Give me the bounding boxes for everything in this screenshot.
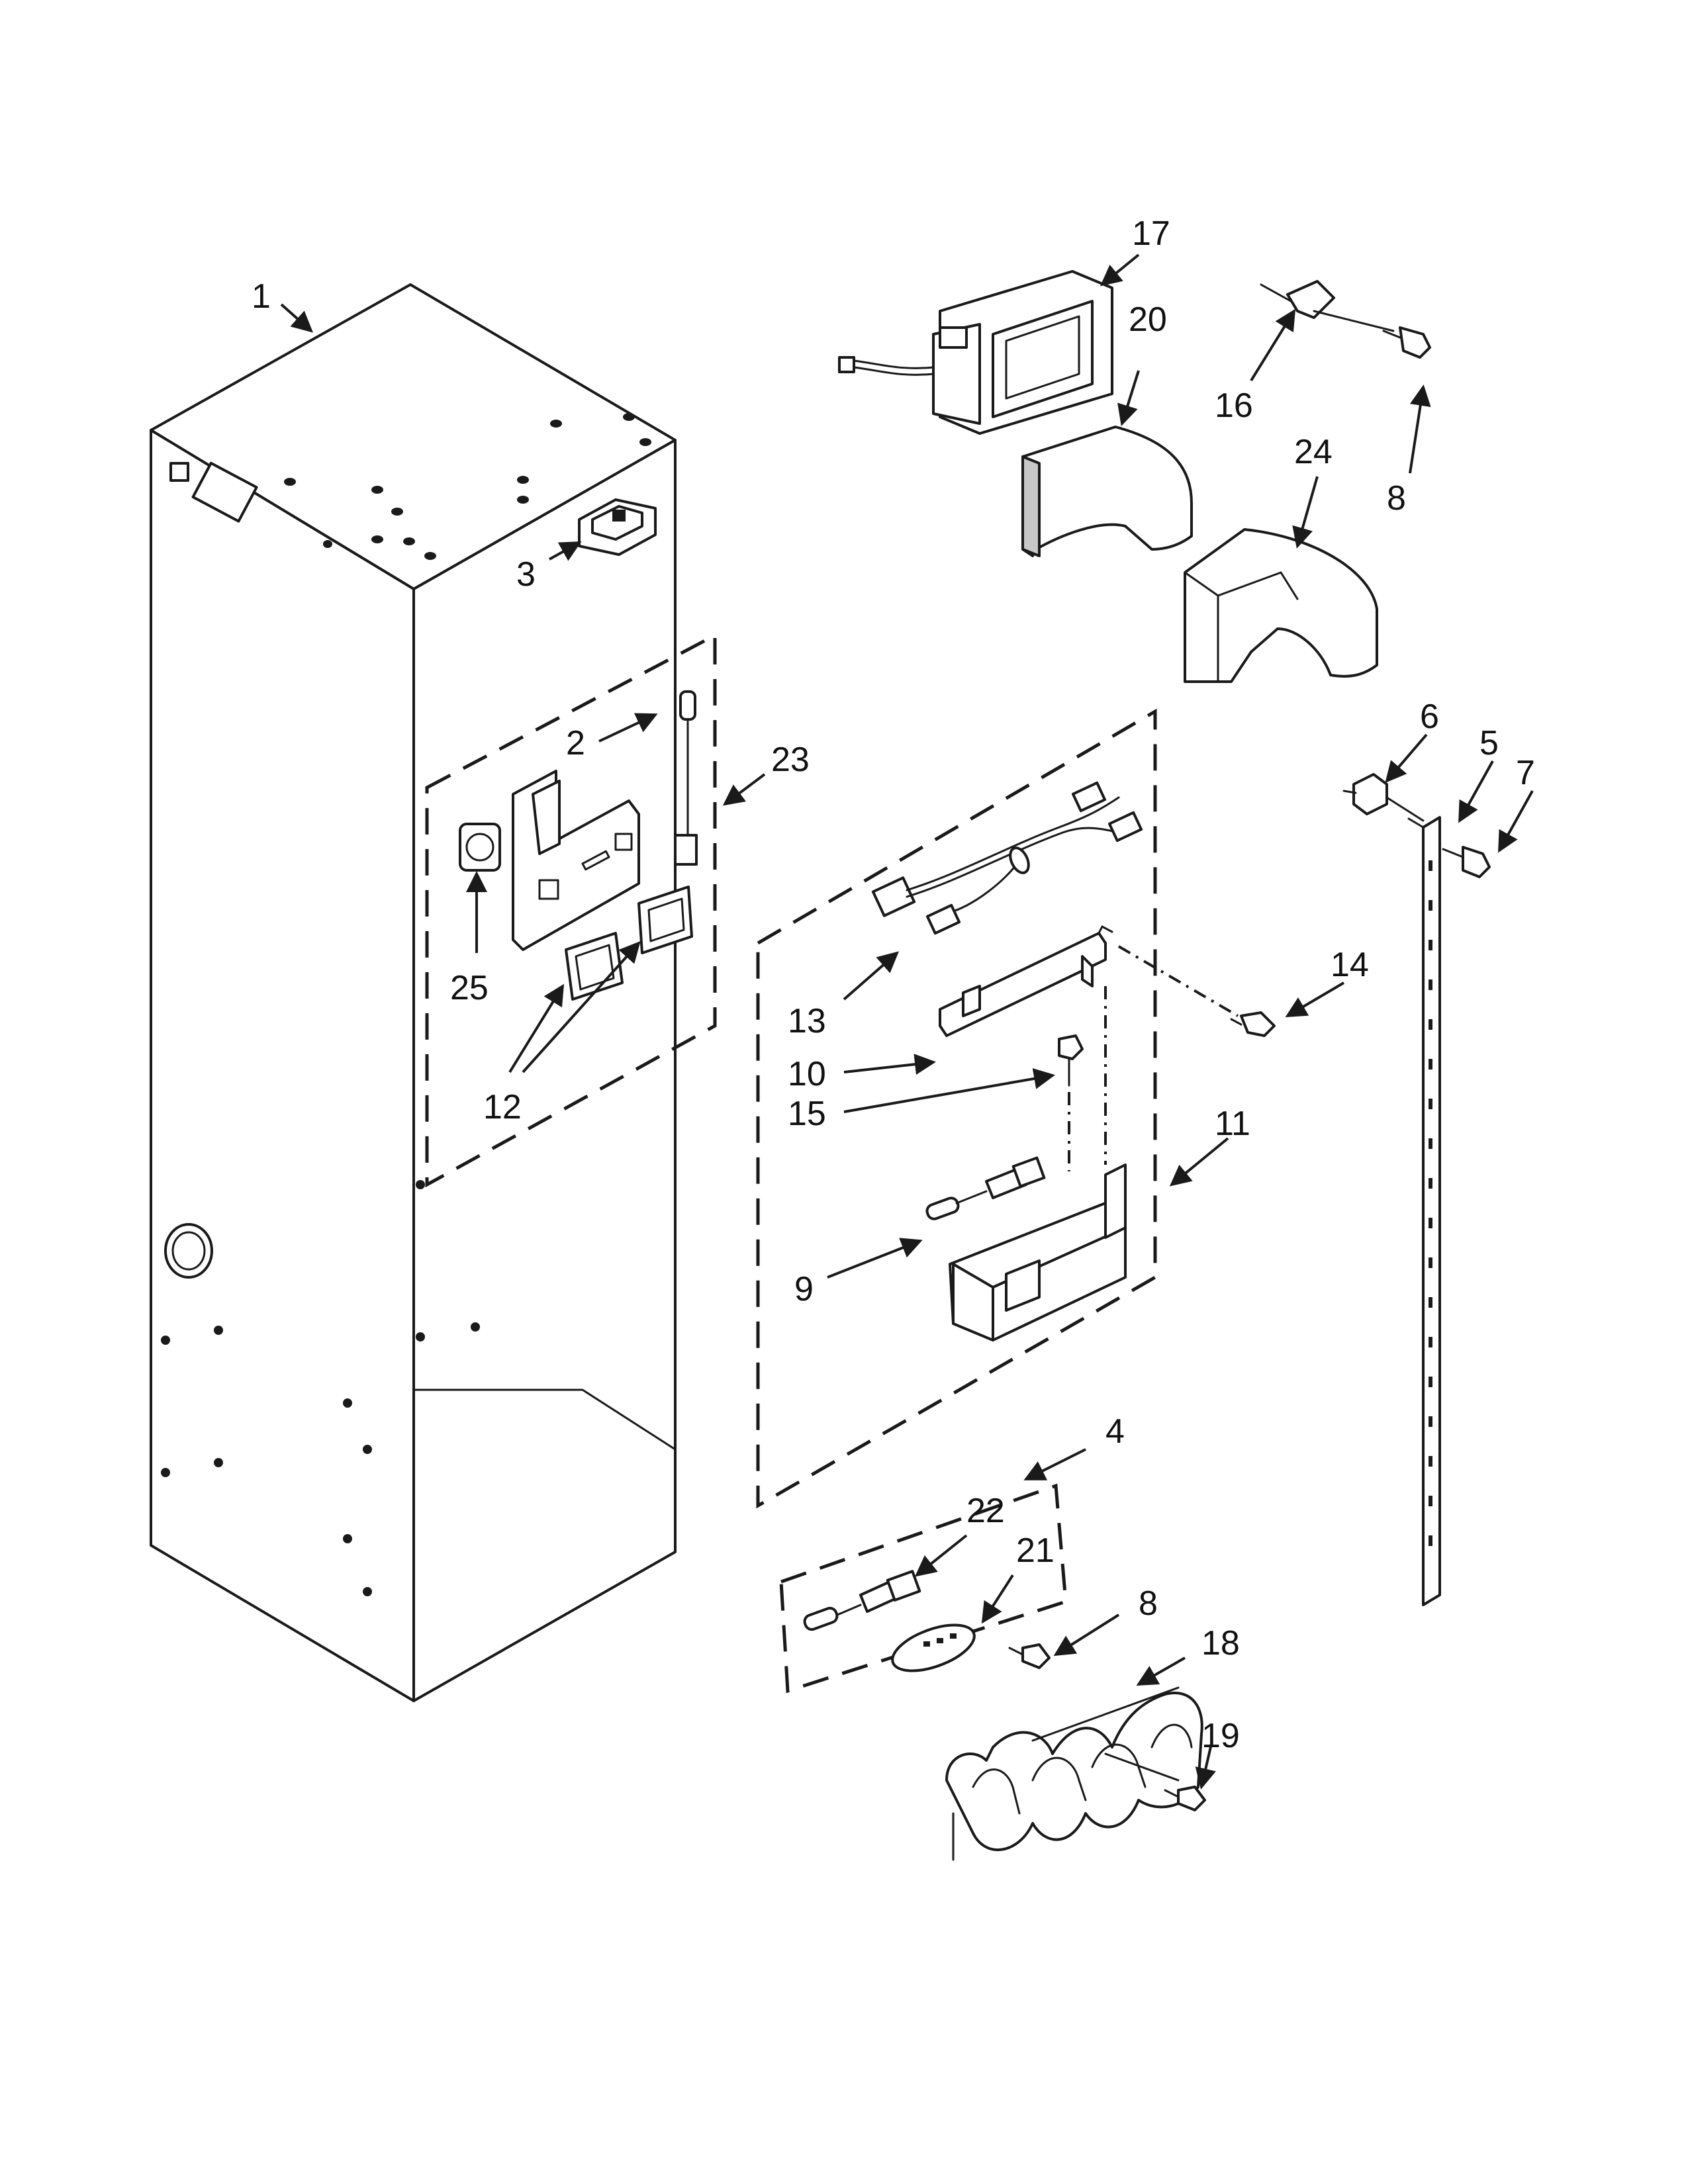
sensor-22 [803,1570,921,1631]
rail-bracket-5 [1407,816,1441,1606]
callout-16: 16 [1215,387,1253,425]
callout-1: 1 [252,277,271,316]
callout-14: 14 [1331,946,1369,984]
callout-15: 15 [788,1095,826,1133]
callout-19: 19 [1201,1717,1240,1755]
screw-8-lower [1008,1643,1051,1669]
callout-18: 18 [1201,1624,1240,1662]
callout-8-lower: 8 [1139,1584,1158,1623]
screw-19 [1164,1786,1206,1811]
callout-3: 3 [516,555,536,594]
wire-harness-13 [871,781,1143,935]
callout-13: 13 [788,1002,826,1040]
callout-9: 9 [794,1270,814,1308]
callout-23: 23 [771,741,810,779]
duct-cover-24 [1184,528,1378,683]
callout-22: 22 [966,1492,1005,1530]
wire-harness-2 [674,690,698,866]
callout-7: 7 [1516,754,1535,792]
callout-17: 17 [1132,214,1170,253]
callout-20: 20 [1129,300,1167,339]
light-module [838,270,1113,435]
screw-15 [1058,1034,1084,1087]
callout-21: 21 [1016,1531,1055,1570]
callout-labels: 1 3 2 23 25 12 17 16 8 20 24 6 5 7 14 13… [252,214,1535,1755]
callout-4: 4 [1105,1412,1125,1451]
callout-2: 2 [566,724,585,762]
heater-18 [945,1686,1203,1861]
callout-12: 12 [483,1088,522,1126]
clip-16 [1260,280,1395,332]
screw-7 [1442,846,1491,878]
rail-slots [1429,860,1432,1546]
cover-21 [891,1623,976,1672]
screw-8-top [1382,326,1431,359]
callout-6: 6 [1420,698,1439,736]
trim-pads-12 [565,886,693,1001]
knob-25 [459,823,501,872]
duct-cover-20 [1021,426,1193,557]
centerline-14 [1117,945,1239,1017]
callout-25: 25 [450,969,489,1007]
callout-5: 5 [1479,724,1499,762]
callout-11: 11 [1215,1105,1250,1143]
callout-24: 24 [1294,433,1333,471]
cabinet-liner [150,283,677,1702]
callout-8-top: 8 [1387,479,1406,518]
screw-14 [1230,1011,1276,1037]
group-23-outline [425,632,717,1188]
housing-11 [949,1163,1127,1342]
callout-10: 10 [788,1055,826,1093]
group-4-outline [756,708,1157,1509]
control-housing [512,770,640,951]
bracket-cover-10 [939,925,1113,1037]
clip-6 [1342,773,1425,822]
sensor-9 [925,1156,1046,1220]
leader-lines [280,253,1534,1790]
